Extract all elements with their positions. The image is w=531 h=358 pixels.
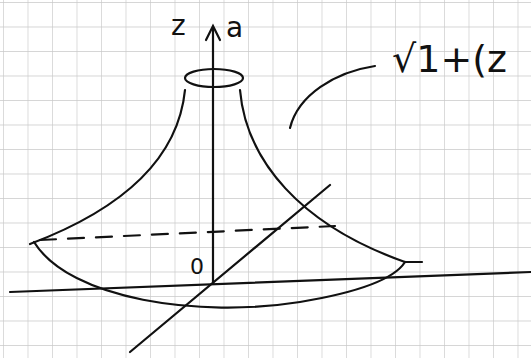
y-axis (130, 185, 330, 352)
axis-label: z (171, 12, 186, 40)
axis-label: √1+(z (392, 40, 507, 78)
axis-label: 0 (190, 256, 204, 278)
ground-line (10, 272, 531, 292)
right-profile (240, 90, 405, 262)
z-axis (212, 28, 214, 284)
rim-tick (405, 261, 422, 263)
z-arrowhead (206, 26, 220, 40)
axis-label: a (226, 14, 243, 42)
back-rim (40, 226, 335, 240)
bottom-rim (34, 242, 405, 308)
leader-curve (290, 66, 375, 128)
left-profile (30, 90, 185, 244)
top-ellipse (185, 69, 243, 87)
